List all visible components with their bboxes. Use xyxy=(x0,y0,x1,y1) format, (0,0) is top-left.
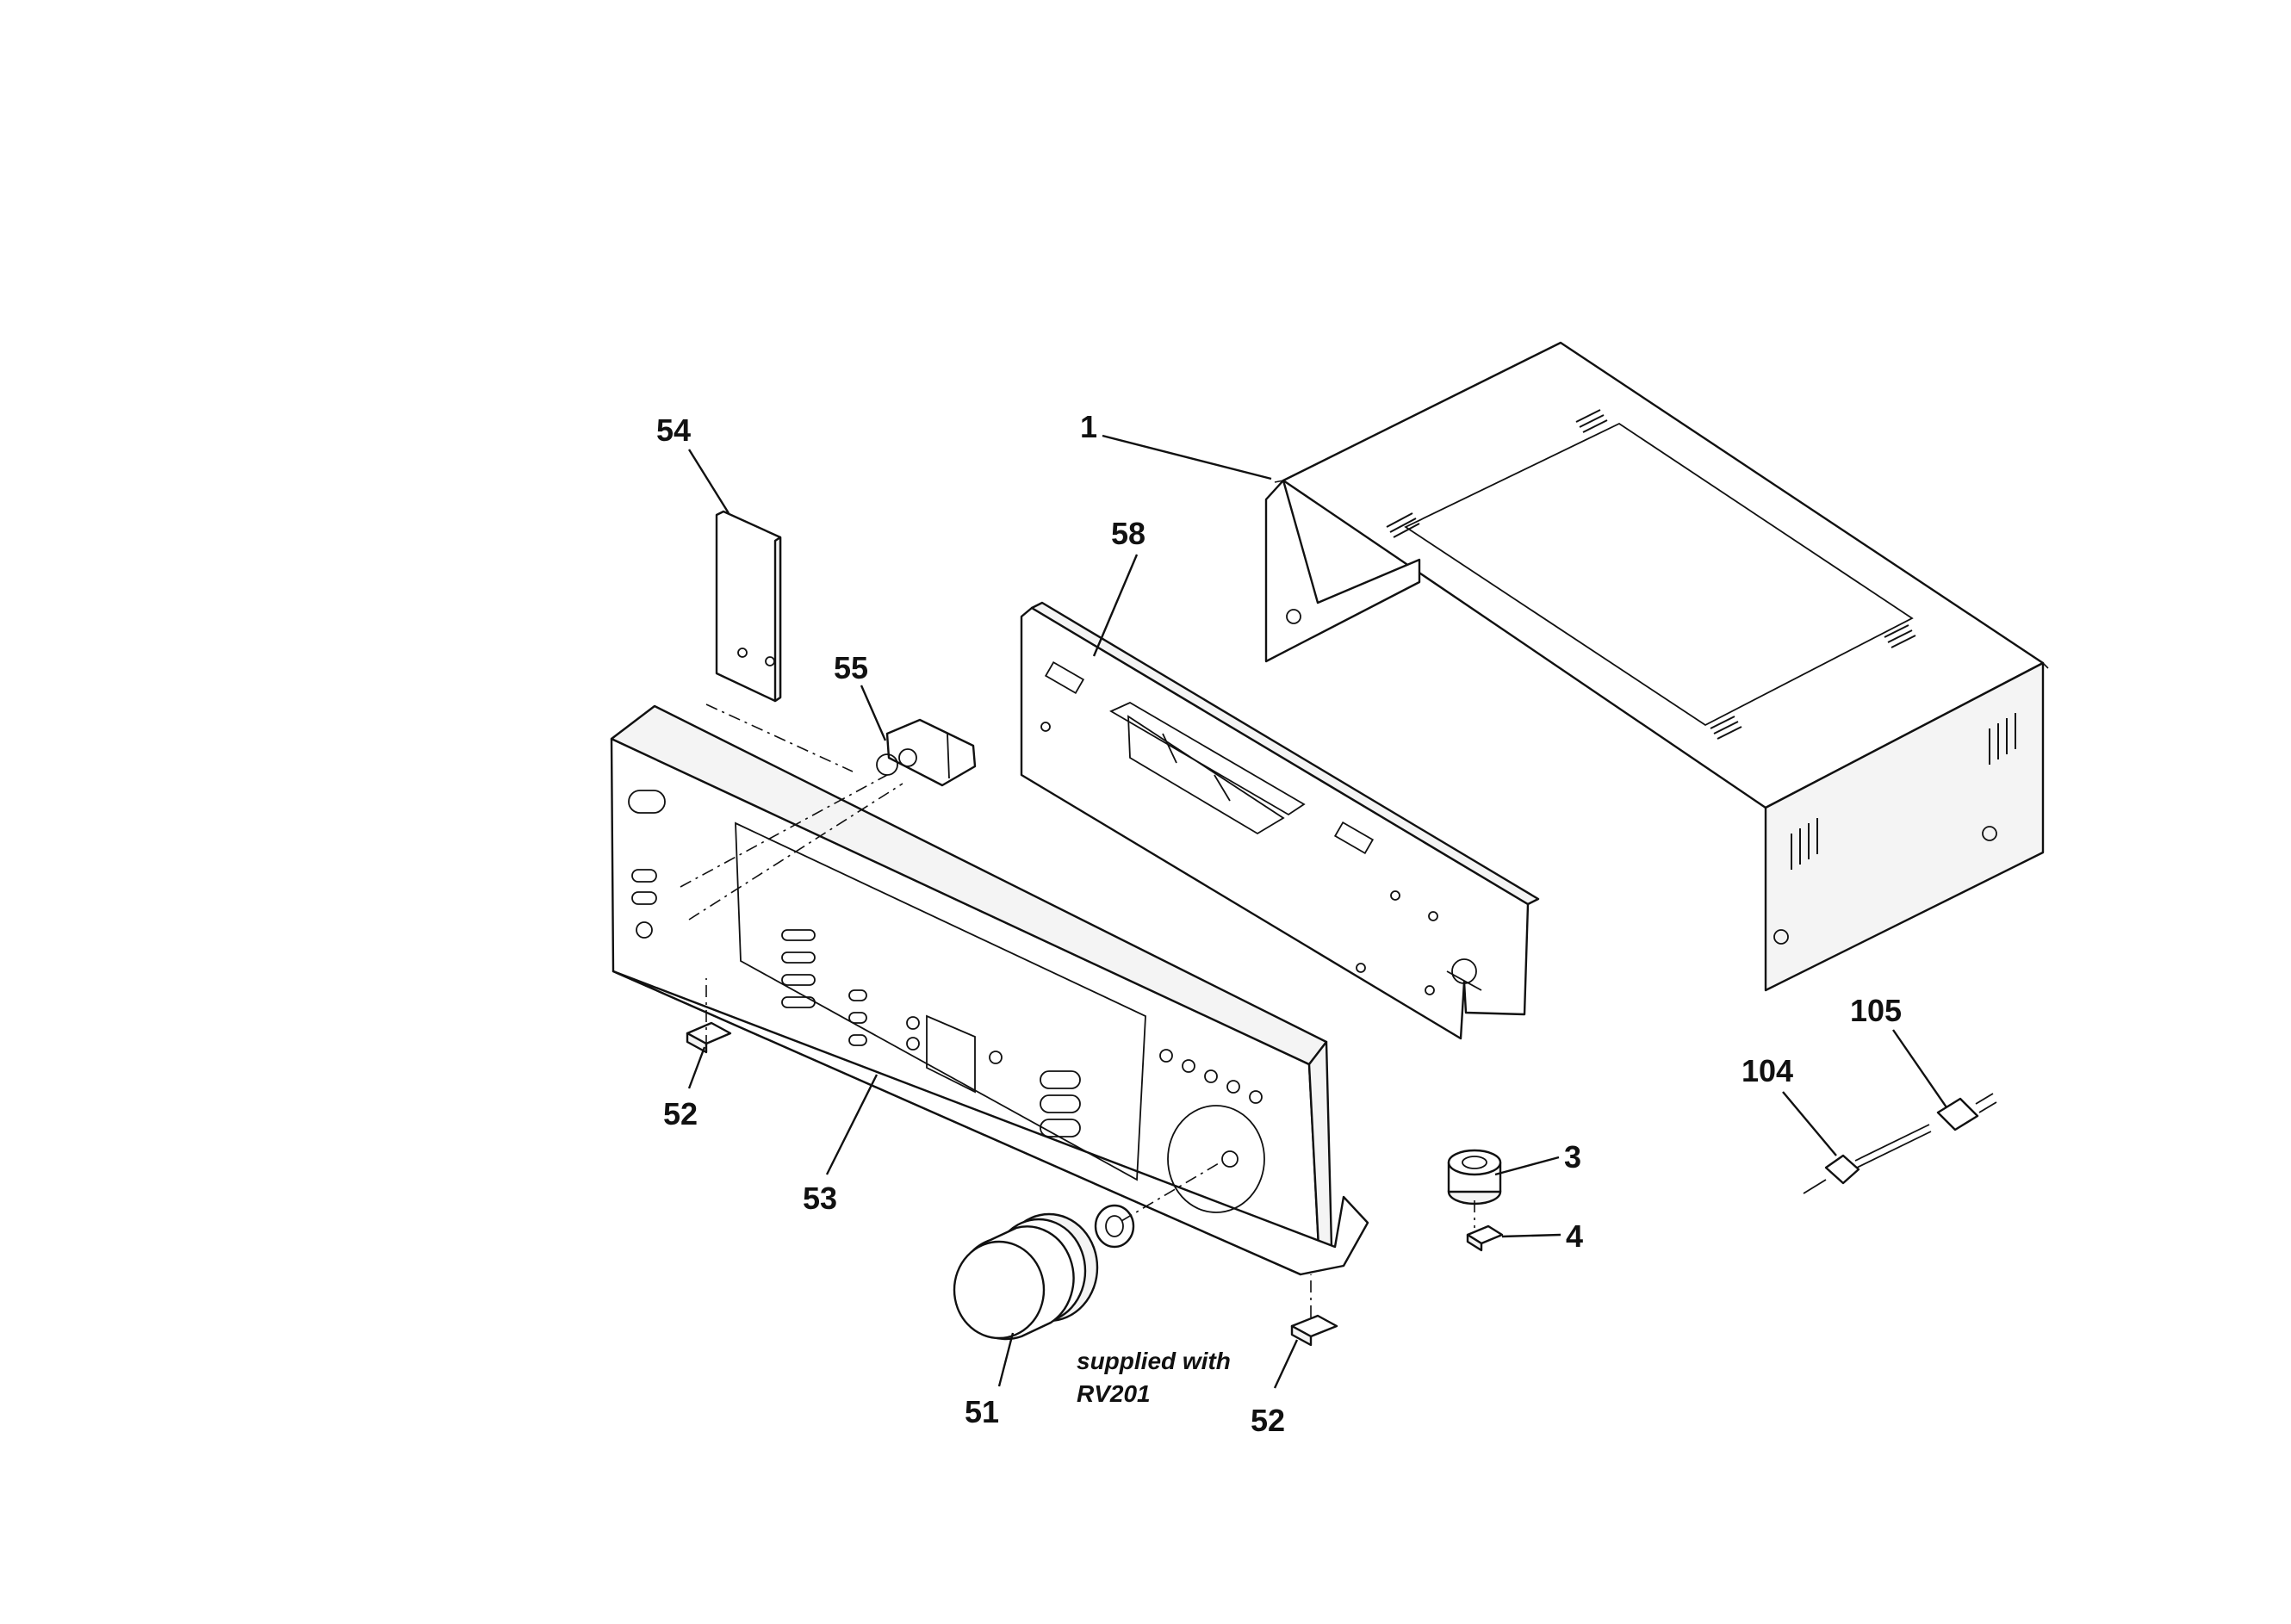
callout-53: 53 xyxy=(803,1181,837,1216)
callout-52-left: 52 xyxy=(663,1096,698,1131)
foot-assembly-part-3 xyxy=(1447,1149,1502,1206)
nut-supplied-with-rv201 xyxy=(1094,1204,1135,1249)
foot-pad-part-4 xyxy=(1466,1224,1504,1252)
leader-lines xyxy=(687,434,1947,1389)
sub-panel-part-54 xyxy=(715,510,782,703)
volume-knob-part-51 xyxy=(953,1212,1099,1341)
assembly-guide-lines xyxy=(680,480,2049,1317)
callout-1: 1 xyxy=(1080,409,1097,444)
front-panel-part-53 xyxy=(610,704,1369,1276)
callout-58: 58 xyxy=(1111,516,1146,551)
power-cord-part-104 xyxy=(1803,1124,1932,1194)
callout-54: 54 xyxy=(656,412,691,448)
note-line-1: supplied with xyxy=(1077,1348,1231,1374)
foot-part-52-left xyxy=(686,1021,732,1054)
callout-105: 105 xyxy=(1850,993,1902,1028)
callout-labels: 1 54 55 58 52 53 51 52 3 4 104 105 xyxy=(656,409,1902,1438)
cabinet-cover-part-1 xyxy=(1264,341,2045,992)
callout-3: 3 xyxy=(1564,1139,1581,1175)
supplied-with-note: supplied with RV201 xyxy=(1077,1348,1231,1407)
jack-part-55 xyxy=(876,718,977,787)
callout-55: 55 xyxy=(834,650,868,685)
display-board-part-58 xyxy=(1020,601,1540,1040)
note-line-2: RV201 xyxy=(1077,1380,1151,1407)
foot-part-52-right xyxy=(1290,1314,1338,1347)
callout-104: 104 xyxy=(1742,1053,1793,1088)
callout-4: 4 xyxy=(1566,1218,1583,1254)
callout-52-right: 52 xyxy=(1251,1403,1285,1438)
power-plug-part-105 xyxy=(1936,1093,1997,1131)
callout-51: 51 xyxy=(965,1394,999,1429)
